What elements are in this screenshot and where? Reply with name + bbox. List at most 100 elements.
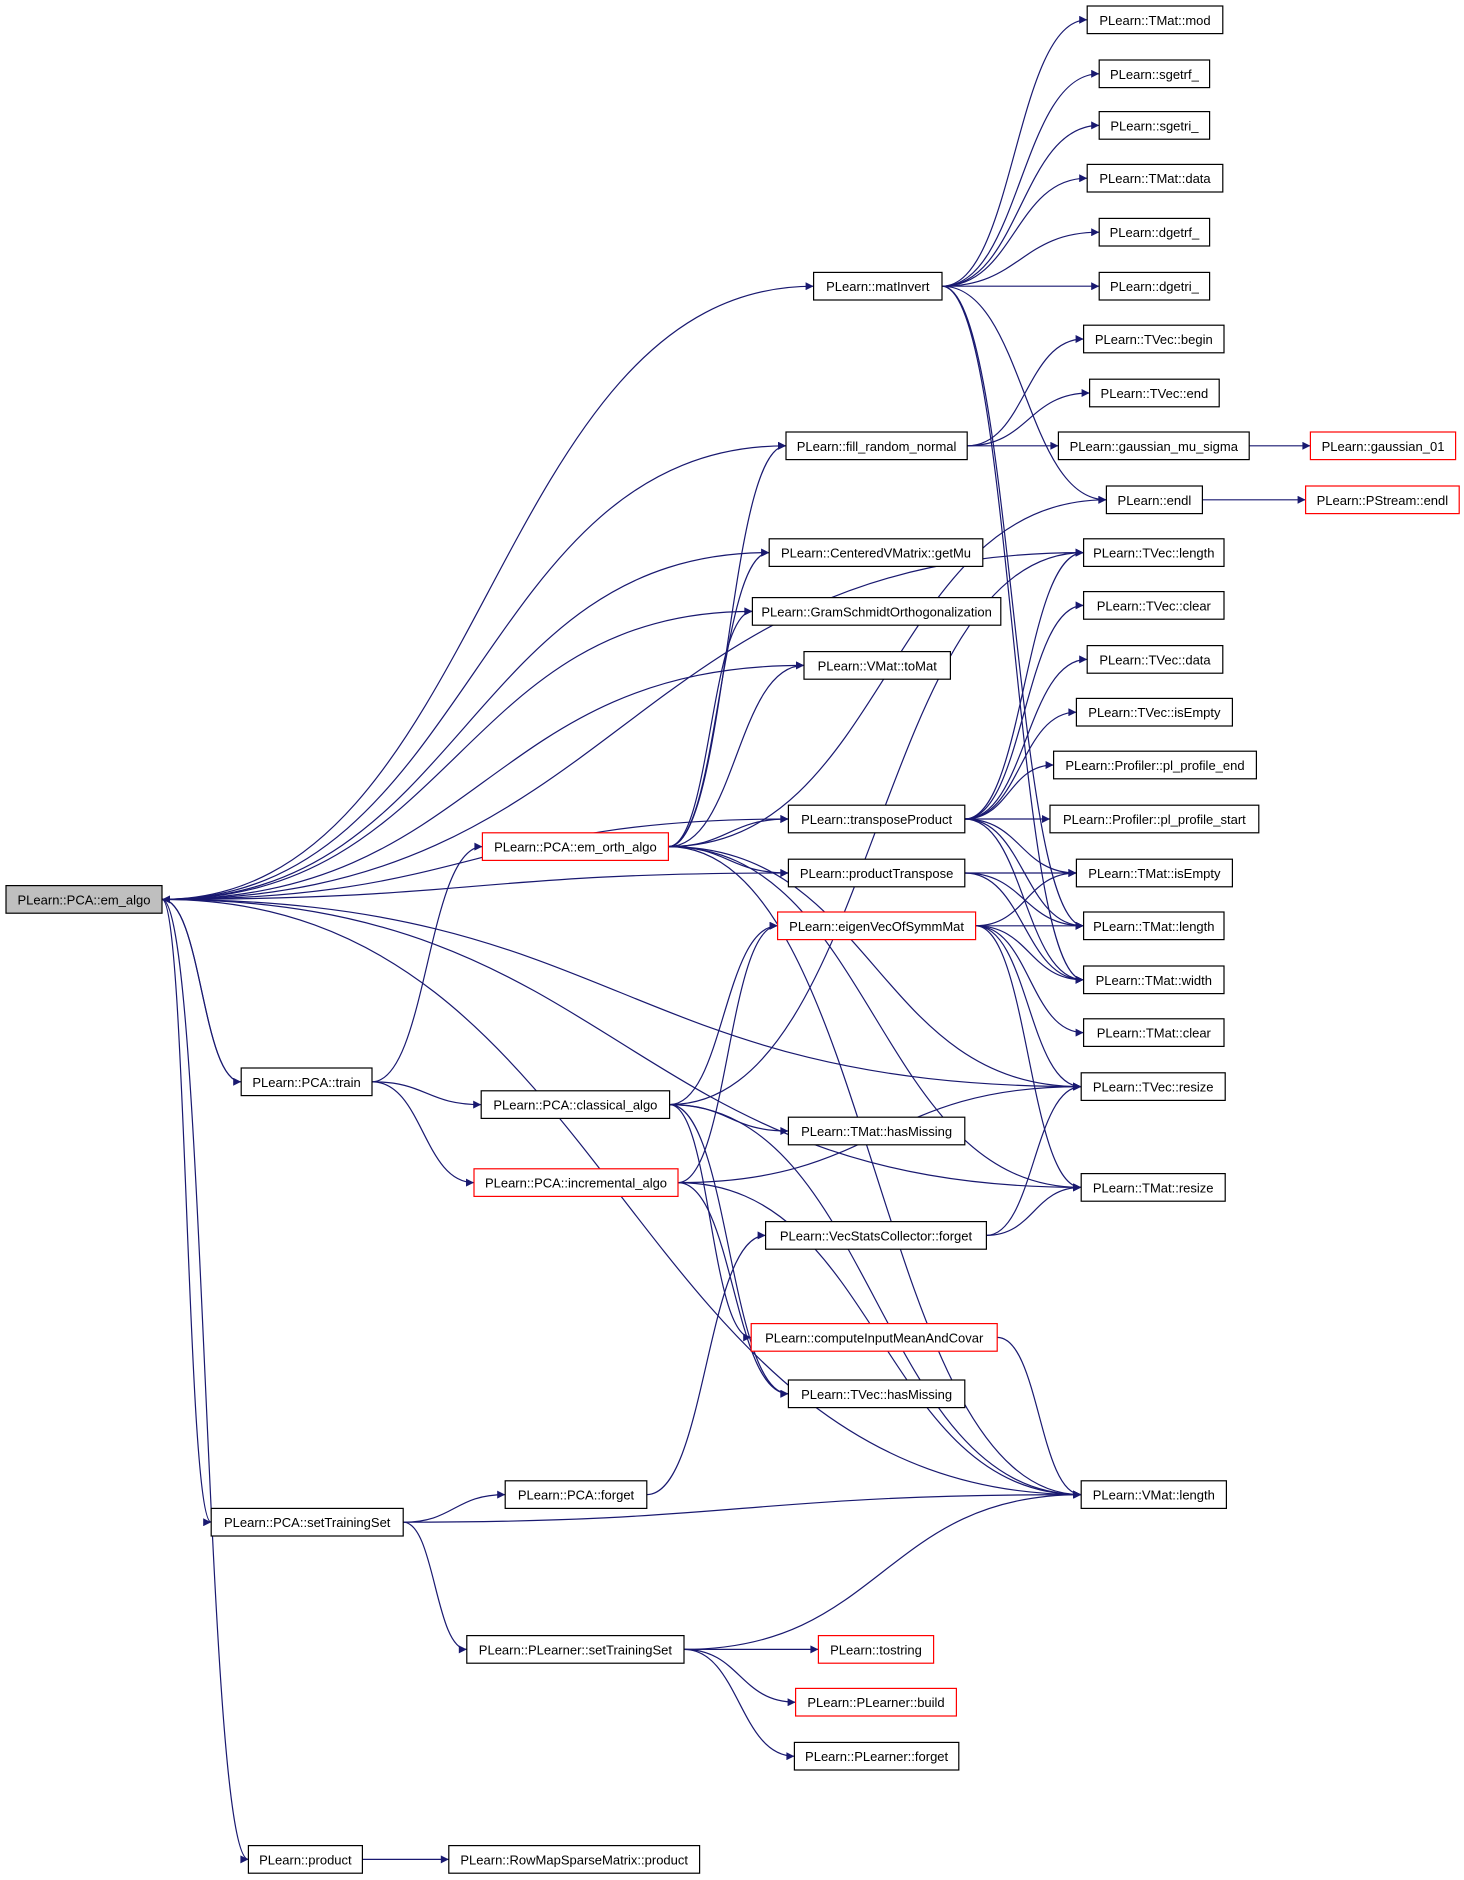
node-plearn-tmat-resize[interactable]: PLearn::TMat::resize — [1080, 1172, 1226, 1202]
node-plearn-tvec-end[interactable]: PLearn::TVec::end — [1088, 378, 1220, 408]
node-box — [764, 1220, 987, 1250]
node-plearn-rowmapsparsematrix-product[interactable]: PLearn::RowMapSparseMatrix::product — [448, 1844, 701, 1874]
node-box — [1098, 110, 1211, 140]
node-plearn-tmat-clear[interactable]: PLearn::TMat::clear — [1082, 1018, 1225, 1047]
node-plearn-tmat-isempty[interactable]: PLearn::TMat::isEmpty — [1075, 858, 1234, 888]
node-plearn-tvec-clear[interactable]: PLearn::TVec::clear — [1082, 590, 1225, 620]
edge-n25-n19 — [668, 661, 805, 848]
edge-n38-n34 — [986, 1082, 1082, 1236]
edge-n41-n38 — [646, 1231, 766, 1496]
node-label: PLearn::TVec::clear — [1097, 598, 1212, 613]
node-label: PLearn::TVec::end — [1101, 386, 1209, 401]
node-label: PLearn::TMat::resize — [1093, 1180, 1214, 1195]
node-plearn-fill-random-normal[interactable]: PLearn::fill_random_normal — [785, 431, 968, 461]
node-plearn-tmat-width[interactable]: PLearn::TMat::width — [1082, 965, 1225, 995]
node-plearn-pca-classical-algo[interactable]: PLearn::PCA::classical_algo — [480, 1090, 671, 1120]
node-plearn-matinvert[interactable]: PLearn::matInvert — [812, 271, 943, 301]
node-plearn-eigenvecofsymmmat[interactable]: PLearn::eigenVecOfSymmMat — [776, 911, 977, 941]
node-plearn-tmat-length[interactable]: PLearn::TMat::length — [1082, 911, 1225, 941]
node-plearn-endl[interactable]: PLearn::endl — [1105, 485, 1204, 515]
node-plearn-tmat-hasmissing[interactable]: PLearn::TMat::hasMissing — [787, 1116, 966, 1146]
node-plearn-tvec-begin[interactable]: PLearn::TVec::begin — [1082, 324, 1225, 354]
node-box — [1082, 911, 1225, 941]
node-plearn-vmat-tomat[interactable]: PLearn::VMat::toMat — [803, 650, 951, 680]
edge-n7-n1 — [941, 15, 1088, 287]
edge-n0-n15 — [161, 548, 770, 900]
node-plearn-producttranspose[interactable]: PLearn::productTranspose — [787, 858, 966, 888]
node-plearn-tvec-resize[interactable]: PLearn::TVec::resize — [1080, 1072, 1226, 1102]
node-layer: PLearn::PCA::em_algo PLearn::TMat::modPLe… — [5, 5, 1460, 1874]
node-plearn-product[interactable]: PLearn::product — [247, 1844, 363, 1874]
node-plearn-tostring[interactable]: PLearn::tostring — [817, 1634, 935, 1664]
node-plearn-transposeproduct[interactable]: PLearn::transposeProduct — [787, 804, 966, 834]
node-box — [817, 1634, 935, 1664]
node-plearn-sgetri[interactable]: PLearn::sgetri_ — [1098, 110, 1211, 140]
node-plearn-gaussian-mu-sigma[interactable]: PLearn::gaussian_mu_sigma — [1057, 431, 1250, 461]
node-plearn-tvec-hasmissing[interactable]: PLearn::TVec::hasMissing — [787, 1379, 966, 1409]
node-plearn-vmat-length[interactable]: PLearn::VMat::length — [1080, 1480, 1227, 1510]
edge-n0-n16 — [161, 548, 1084, 900]
node-label: PLearn::TVec::length — [1093, 546, 1214, 561]
node-plearn-tvec-data[interactable]: PLearn::TVec::data — [1086, 644, 1224, 674]
edge-n25-n10 — [668, 441, 787, 848]
node-plearn-plearner-build[interactable]: PLearn::PLearner::build — [794, 1687, 957, 1717]
node-box — [1082, 590, 1225, 620]
node-plearn-tvec-isempty[interactable]: PLearn::TVec::isEmpty — [1075, 697, 1234, 727]
node-label: PLearn::PCA::forget — [518, 1488, 635, 1503]
node-plearn-plearner-settrainingset[interactable]: PLearn::PLearner::setTrainingSet — [466, 1634, 685, 1664]
edge-n23-n22 — [964, 761, 1054, 820]
edge-n0-n26 — [161, 869, 789, 900]
node-label: PLearn::RowMapSparseMatrix::product — [460, 1852, 688, 1867]
edge-n26-n29 — [964, 872, 1084, 930]
node-plearn-dgetri[interactable]: PLearn::dgetri_ — [1098, 271, 1211, 301]
node-plearn-tmat-data[interactable]: PLearn::TMat::data — [1086, 163, 1224, 193]
node-plearn-computeinputmeanandcovar[interactable]: PLearn::computeInputMeanAndCovar — [750, 1322, 998, 1352]
edge-n0-n17 — [161, 607, 753, 900]
edge-n36-n40 — [677, 1182, 789, 1398]
node-plearn-pca-forget[interactable]: PLearn::PCA::forget — [504, 1480, 648, 1510]
node-plearn-pca-em-algo[interactable]: PLearn::PCA::em_algo — [5, 884, 163, 914]
node-plearn-tvec-length[interactable]: PLearn::TVec::length — [1082, 538, 1225, 567]
node-label: PLearn::PCA::classical_algo — [493, 1098, 657, 1113]
edge-n33-n28 — [669, 921, 778, 1106]
node-box — [1086, 644, 1224, 674]
node-label: PLearn::TVec::resize — [1093, 1080, 1214, 1095]
node-label: PLearn::matInvert — [826, 279, 930, 294]
node-plearn-pca-em-orth-algo[interactable]: PLearn::PCA::em_orth_algo — [481, 832, 669, 861]
node-plearn-pca-incremental-algo[interactable]: PLearn::PCA::incremental_algo — [473, 1168, 679, 1198]
node-plearn-vecstatscollector-forget[interactable]: PLearn::VecStatsCollector::forget — [764, 1220, 987, 1250]
node-plearn-pstream-endl[interactable]: PLearn::PStream::endl — [1304, 485, 1460, 515]
node-box — [785, 431, 968, 461]
node-plearn-dgetrf[interactable]: PLearn::dgetrf_ — [1098, 217, 1211, 247]
node-box — [776, 911, 977, 941]
node-plearn-gramschmidtorthogonalization[interactable]: PLearn::GramSchmidtOrthogonalization — [751, 596, 1002, 626]
node-box — [210, 1507, 404, 1537]
edge-n0-n7 — [161, 282, 814, 900]
node-box — [448, 1844, 701, 1874]
node-label: PLearn::GramSchmidtOrthogonalization — [761, 604, 992, 619]
node-plearn-plearner-forget[interactable]: PLearn::PLearner::forget — [793, 1741, 960, 1771]
edge-n23-n20 — [964, 655, 1088, 820]
node-plearn-pca-settrainingset[interactable]: PLearn::PCA::setTrainingSet — [210, 1507, 404, 1537]
node-label: PLearn::TVec::begin — [1095, 332, 1213, 347]
node-box — [1080, 1480, 1227, 1510]
node-box — [1082, 965, 1225, 995]
node-label: PLearn::PCA::setTrainingSet — [224, 1515, 391, 1530]
node-plearn-pca-train[interactable]: PLearn::PCA::train — [240, 1067, 373, 1097]
node-plearn-tmat-mod[interactable]: PLearn::TMat::mod — [1086, 5, 1224, 35]
node-label: PLearn::product — [259, 1852, 352, 1867]
node-plearn-centeredvmatrix-getmu[interactable]: PLearn::CenteredVMatrix::getMu — [768, 538, 984, 567]
node-box — [1075, 697, 1234, 727]
node-box — [787, 1379, 966, 1409]
edge-n7-n30 — [941, 285, 1084, 984]
node-plearn-sgetrf[interactable]: PLearn::sgetrf_ — [1098, 59, 1211, 89]
node-plearn-profiler-pl-profile-end[interactable]: PLearn::Profiler::pl_profile_end — [1052, 750, 1257, 780]
node-plearn-profiler-pl-profile-start[interactable]: PLearn::Profiler::pl_profile_start — [1049, 804, 1260, 834]
node-box — [750, 1322, 998, 1352]
node-plearn-gaussian-01[interactable]: PLearn::gaussian_01 — [1309, 431, 1457, 461]
edge-n33-n39 — [669, 1104, 752, 1342]
node-box — [481, 832, 669, 861]
node-box — [803, 650, 951, 680]
node-box — [1080, 1072, 1226, 1102]
edge-n36-n28 — [677, 921, 778, 1184]
